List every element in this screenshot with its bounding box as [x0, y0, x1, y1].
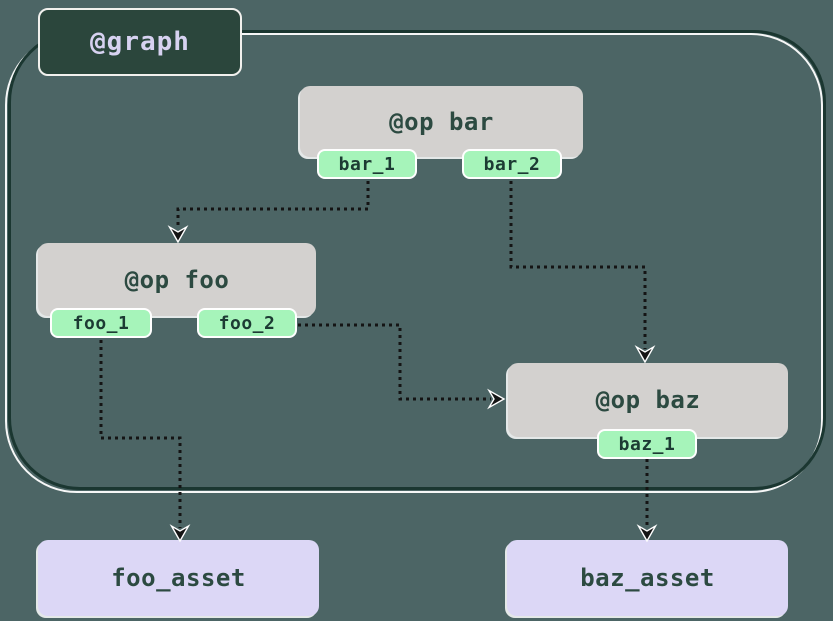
op-node-baz: @op baz baz_1 — [508, 363, 788, 459]
graph-container — [8, 30, 826, 490]
output-tag-bar-1: bar_1 — [317, 149, 417, 179]
op-node-bar: @op bar bar_1 bar_2 — [300, 86, 583, 179]
op-node-foo: @op foo foo_1 foo_2 — [38, 243, 316, 338]
op-baz-label: @op baz — [595, 386, 701, 414]
graph-label: @graph — [38, 8, 242, 76]
op-foo-label: @op foo — [124, 265, 230, 294]
graph-container-highlight — [5, 33, 823, 493]
asset-node-baz-asset: baz_asset — [507, 540, 788, 616]
output-tag-baz-1: baz_1 — [597, 429, 697, 459]
arrowhead-down-icon — [636, 524, 658, 543]
output-tag-foo-1: foo_1 — [50, 308, 152, 338]
asset-node-foo-asset: foo_asset — [38, 540, 319, 616]
arrowhead-down-icon — [169, 524, 191, 543]
output-tag-bar-2: bar_2 — [462, 149, 562, 179]
op-bar-label: @op bar — [389, 107, 494, 136]
output-tag-foo-2: foo_2 — [197, 308, 297, 338]
